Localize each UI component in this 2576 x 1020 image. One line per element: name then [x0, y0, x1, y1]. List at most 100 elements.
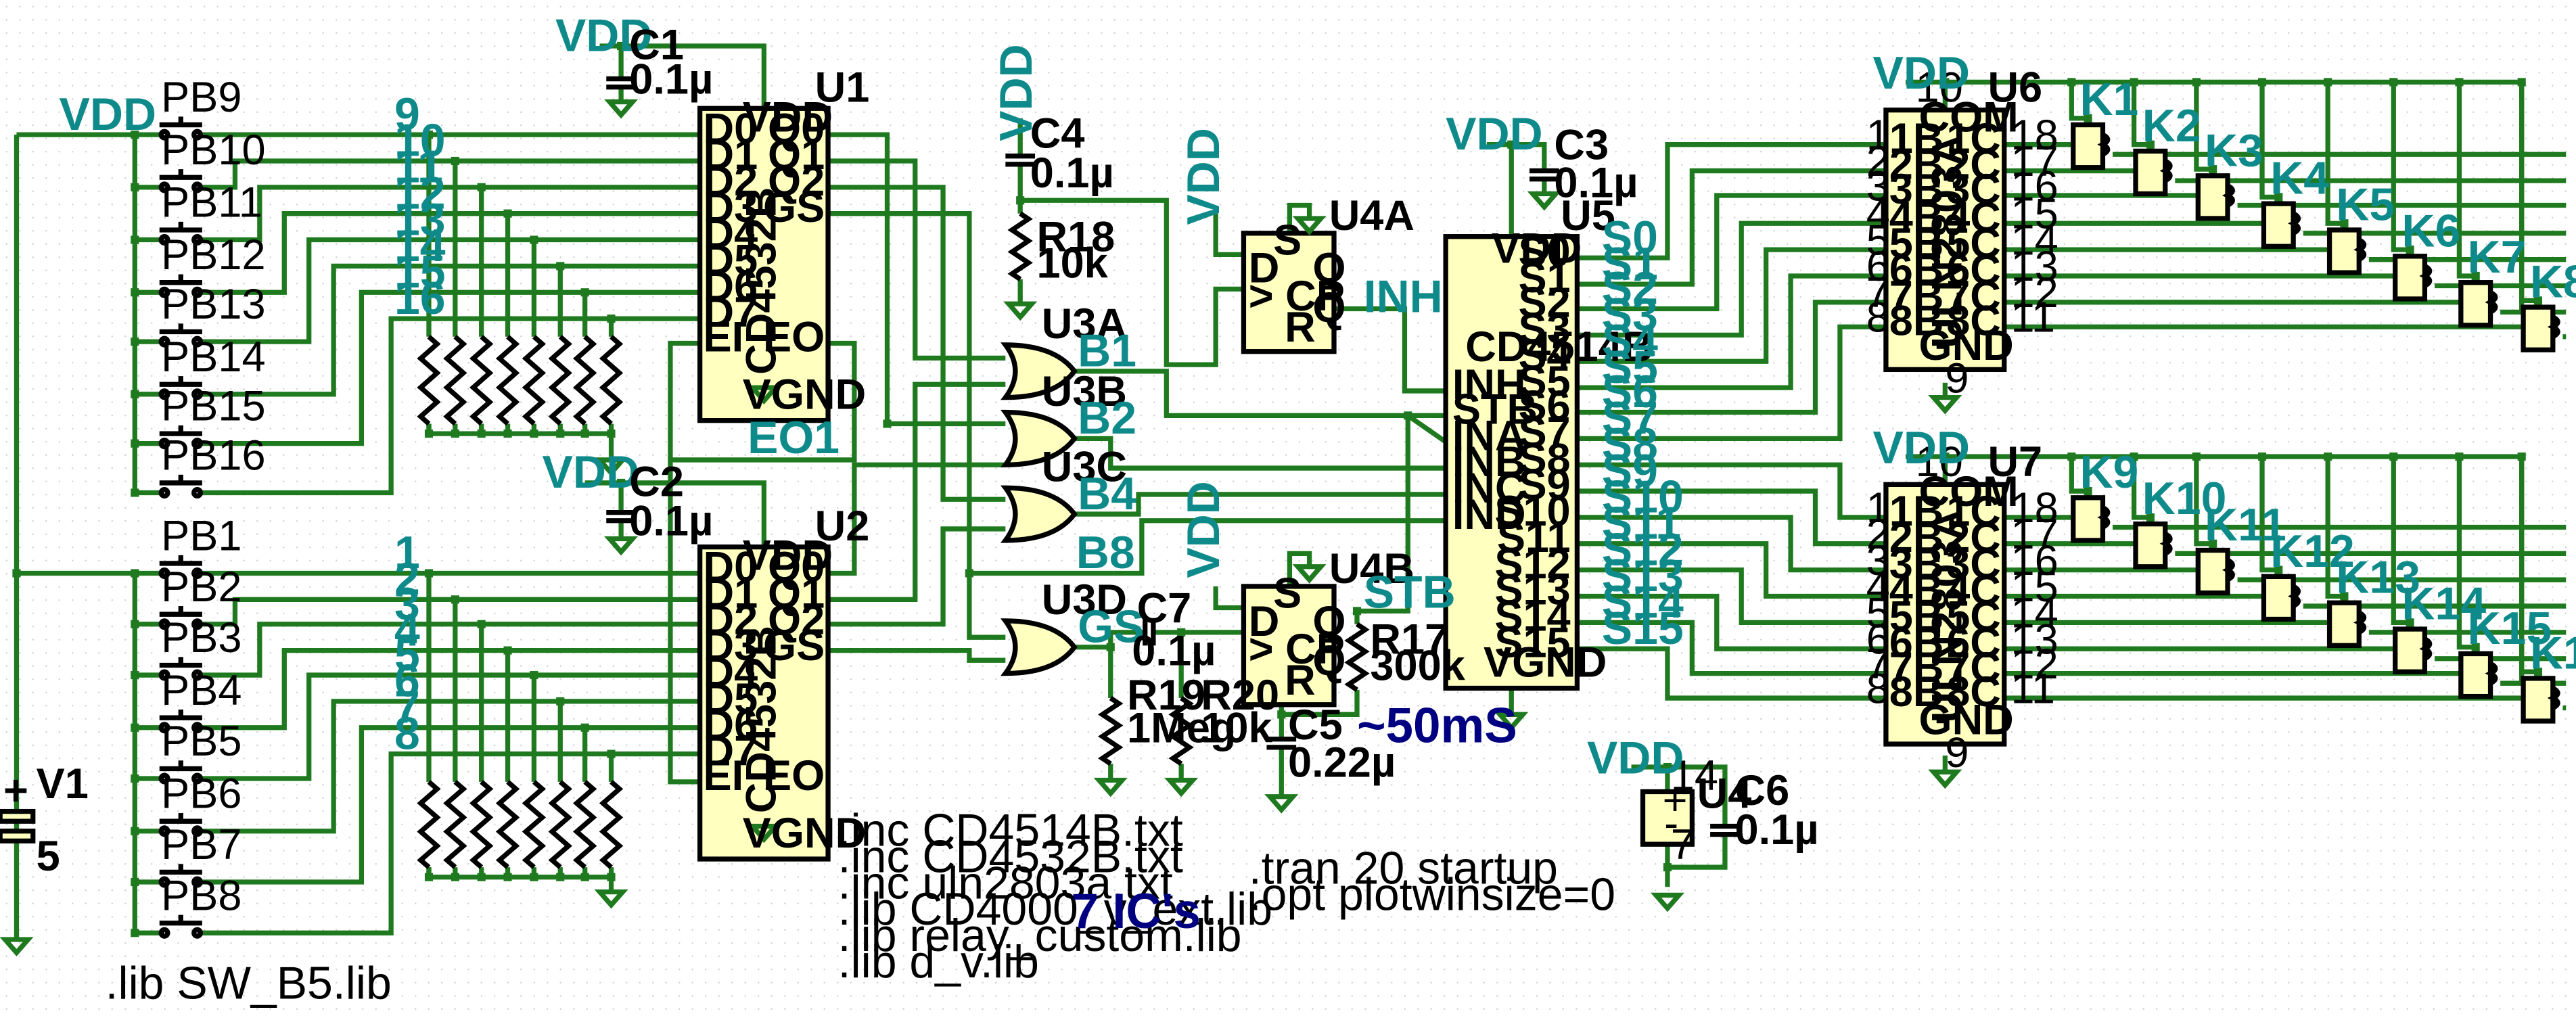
- switch-contact: [158, 927, 170, 939]
- switch-contact: [191, 722, 204, 734]
- pin-label: VGND: [743, 371, 866, 419]
- gate-ref: U3B: [1042, 368, 1127, 415]
- cap-value: 0.1µ: [1735, 806, 1819, 854]
- relay-top: [2195, 173, 2230, 221]
- spice-directive: .inc uln2803a.txt: [838, 857, 1173, 908]
- ground-symbol: [1928, 769, 1962, 789]
- junction-dot: [12, 569, 21, 578]
- pin-label: Q̄: [1312, 637, 1346, 685]
- output-label: S7: [1602, 392, 1658, 444]
- relay-ref: K12: [2270, 526, 2355, 577]
- pin-number: 6: [1866, 616, 1890, 663]
- pin-label: D3: [704, 184, 758, 231]
- cap-value: 0.1µ: [1132, 627, 1216, 674]
- wire: [2259, 82, 2279, 200]
- wire: [1356, 415, 1410, 613]
- vdd-label: VDD: [60, 89, 157, 140]
- output-label: S12: [1602, 524, 1684, 575]
- pin-label: EO: [763, 752, 825, 799]
- pin-number: 12: [2010, 641, 2058, 688]
- driver-u7: [1883, 482, 2007, 747]
- pulldown-resistor: [572, 780, 597, 869]
- wire: [1577, 593, 1886, 651]
- button-ref: PB12: [161, 231, 265, 279]
- junction-dot: [2455, 453, 2464, 461]
- wire: [2194, 82, 2213, 172]
- pin-label: D4: [704, 649, 758, 696]
- gate-ref: U3D: [1042, 576, 1127, 624]
- wire: [2456, 82, 2476, 279]
- wire: [197, 647, 700, 731]
- switch-contact: [158, 234, 170, 246]
- pin-label: VGND: [1484, 639, 1607, 686]
- pulldown-resistor: [443, 335, 467, 426]
- pin-label: S: [1273, 570, 1302, 617]
- button-ref: PB9: [161, 74, 242, 121]
- button-ref: PB11: [161, 179, 262, 227]
- inh-label: INH: [1364, 271, 1443, 322]
- spice-directive: .inc CD4532B.txt: [838, 831, 1183, 882]
- wire: [828, 158, 1006, 361]
- relay-coil: [2485, 289, 2498, 315]
- pin-number: 13: [2010, 243, 2058, 290]
- pin-number: 17: [2010, 511, 2058, 558]
- pin-label: VDD: [1492, 225, 1582, 273]
- relay-bottom: [2261, 574, 2296, 622]
- wire: [2194, 457, 2213, 547]
- ground-symbol: [1494, 712, 1529, 732]
- pin-label: Q2: [768, 596, 825, 643]
- pin-label: 3B: [1889, 540, 1944, 588]
- pin-label: D0: [704, 105, 758, 152]
- wire: [584, 480, 767, 547]
- pin-label: 5B: [1889, 220, 1944, 267]
- gate-output-label: B2: [1078, 392, 1136, 444]
- pin-number: 9: [1945, 729, 1969, 776]
- wire: [828, 211, 1006, 640]
- button-ref: PB2: [161, 563, 242, 611]
- pin-label: 3C: [1946, 166, 2001, 213]
- pin-label: D5: [704, 237, 758, 284]
- relay-coil: [2419, 264, 2433, 288]
- pin-number: 15: [2010, 563, 2058, 611]
- switch-contact: [191, 927, 204, 939]
- pin-label: R: [1285, 657, 1316, 704]
- pin-label: S7: [1518, 409, 1570, 457]
- line-number: 3: [394, 578, 420, 629]
- b8-label: B8: [1076, 527, 1135, 578]
- pin-label: > CP: [1249, 626, 1345, 673]
- vdd-label: VDD: [1446, 108, 1543, 160]
- encoder-u2: [697, 544, 831, 862]
- or-gate: [1001, 618, 1078, 676]
- switch-contact: [191, 567, 204, 579]
- ground-symbol: [0, 937, 34, 956]
- ground-symbol: [1650, 892, 1684, 912]
- pin-label: D: [1249, 245, 1280, 292]
- pin-label: D4: [704, 210, 758, 258]
- pin-number: 4: [1866, 563, 1890, 611]
- pin-number: 5: [1866, 216, 1890, 264]
- vdd-label: VDD: [1872, 47, 1970, 99]
- junction-dot: [2192, 78, 2201, 87]
- pin-label: VDD: [743, 532, 833, 580]
- delay-note: ~50mS: [1357, 699, 1517, 754]
- pin-number: 3: [1866, 537, 1890, 584]
- pin-label: R: [1285, 304, 1316, 351]
- pin-number: 12: [2010, 269, 2058, 317]
- switch-contact: [191, 669, 204, 681]
- pin-label: Q2: [768, 158, 825, 205]
- pin-label: INH: [1452, 361, 1526, 409]
- resistor-r18: [1007, 211, 1033, 281]
- pulldown-resistor: [469, 335, 494, 426]
- or-gate: [1001, 409, 1078, 467]
- wire: [197, 699, 700, 834]
- pin-label: D1: [704, 570, 758, 617]
- or-gate: [1001, 485, 1078, 543]
- pulldown-resistor: [469, 780, 494, 869]
- button-ref: PB16: [161, 432, 265, 480]
- output-label: S1: [1602, 238, 1658, 289]
- pin-label: 5B: [1889, 593, 1944, 640]
- pin-number: 7: [1866, 641, 1890, 688]
- line-number: 4: [394, 604, 420, 655]
- pulldown-resistor: [495, 780, 520, 869]
